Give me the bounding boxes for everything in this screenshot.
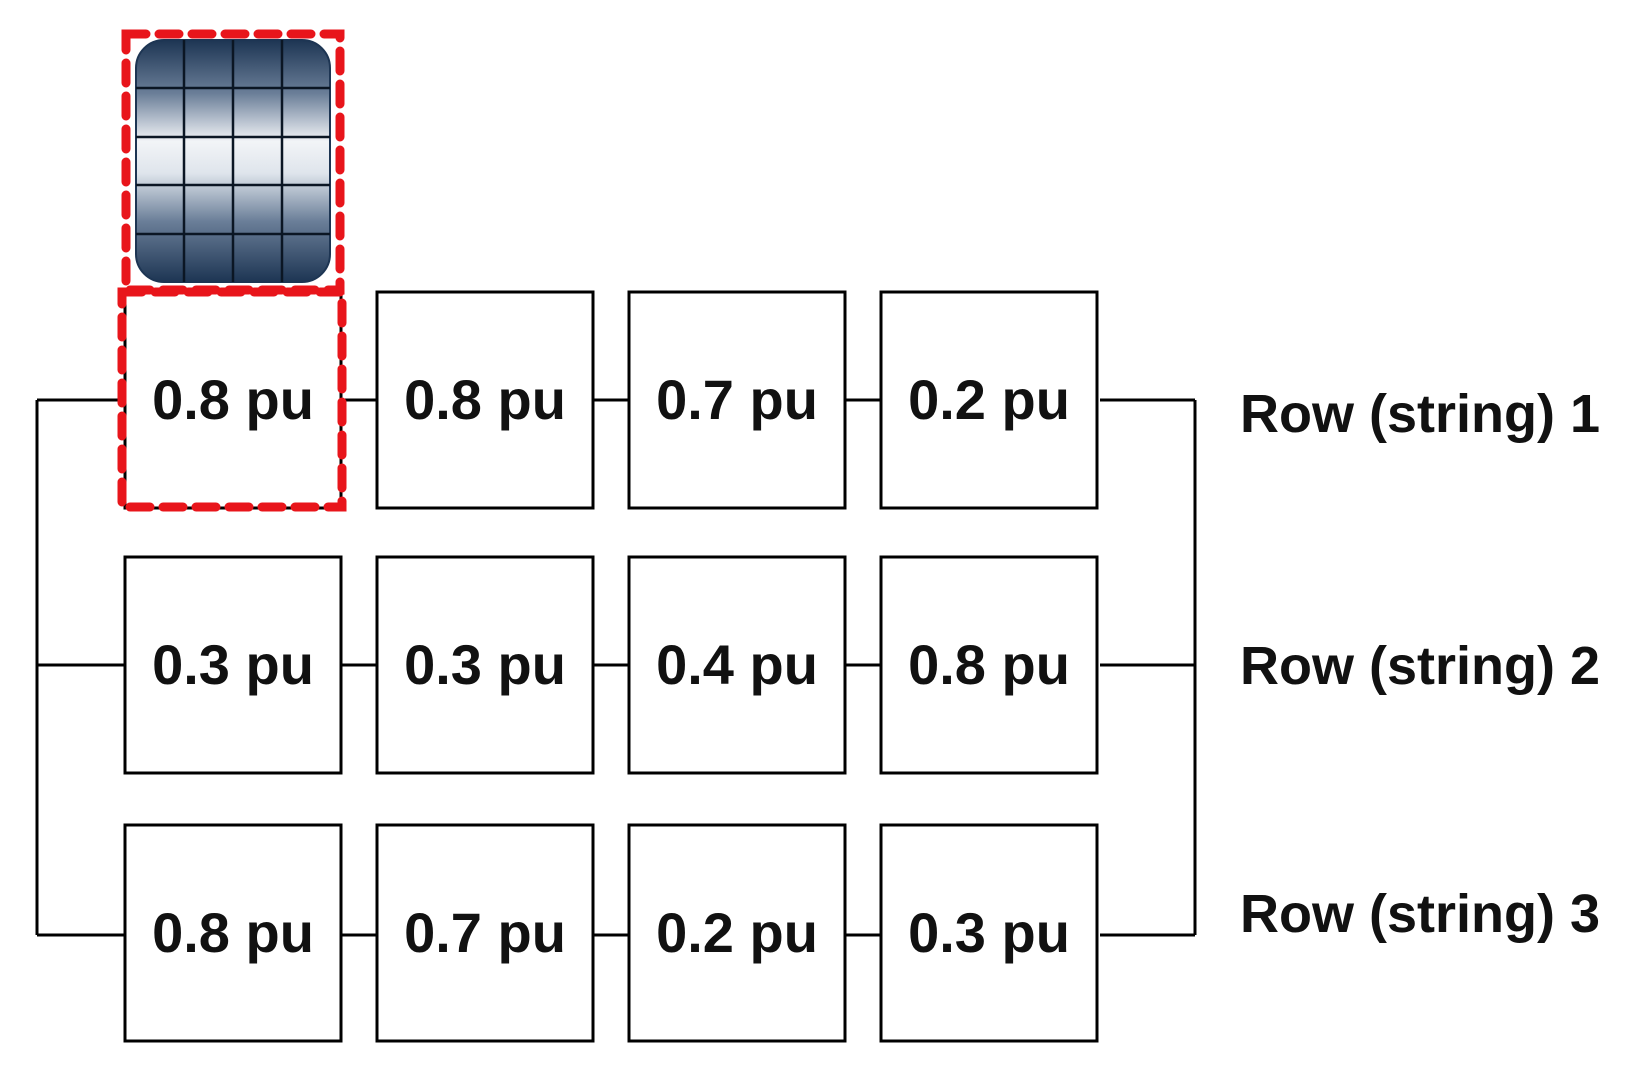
module-box-r2c1 bbox=[123, 555, 343, 775]
module-value-r3c2: 0.7 pu bbox=[404, 901, 566, 964]
row-labels: Row (string) 1 Row (string) 2 Row (strin… bbox=[1240, 384, 1600, 944]
module-value-r3c1: 0.8 pu bbox=[152, 901, 314, 964]
module-labels: 0.8 pu 0.8 pu 0.7 pu 0.2 pu 0.3 pu 0.3 p… bbox=[152, 368, 1070, 964]
module-value-r2c1: 0.3 pu bbox=[152, 633, 314, 696]
solar-panel-icon bbox=[135, 39, 331, 283]
module-box-r3c4 bbox=[879, 823, 1099, 1043]
highlight-module-outline bbox=[117, 287, 347, 512]
module-box-r1c4 bbox=[879, 290, 1099, 510]
module-value-r2c4: 0.8 pu bbox=[908, 633, 1070, 696]
module-box-r3c2 bbox=[375, 823, 595, 1043]
modules bbox=[123, 290, 1099, 1043]
module-value-r3c4: 0.3 pu bbox=[908, 901, 1070, 964]
module-box-r3c1 bbox=[123, 823, 343, 1043]
highlight-outline bbox=[117, 29, 347, 512]
row-label-3: Row (string) 3 bbox=[1240, 884, 1600, 944]
module-value-r1c4: 0.2 pu bbox=[908, 368, 1070, 431]
module-box-r2c2 bbox=[375, 555, 595, 775]
module-value-r1c1: 0.8 pu bbox=[152, 368, 314, 431]
module-box-r3c3 bbox=[627, 823, 847, 1043]
module-box-r2c3 bbox=[627, 555, 847, 775]
row-label-2: Row (string) 2 bbox=[1240, 636, 1600, 696]
module-value-r2c2: 0.3 pu bbox=[404, 633, 566, 696]
wiring bbox=[35, 398, 1197, 937]
module-box-r1c3 bbox=[627, 290, 847, 510]
module-value-r1c2: 0.8 pu bbox=[404, 368, 566, 431]
module-box-r1c2 bbox=[375, 290, 595, 510]
module-value-r3c3: 0.2 pu bbox=[656, 901, 818, 964]
row-label-1: Row (string) 1 bbox=[1240, 384, 1600, 444]
module-box-r2c4 bbox=[879, 555, 1099, 775]
module-value-r1c3: 0.7 pu bbox=[656, 368, 818, 431]
module-value-r2c3: 0.4 pu bbox=[656, 633, 818, 696]
